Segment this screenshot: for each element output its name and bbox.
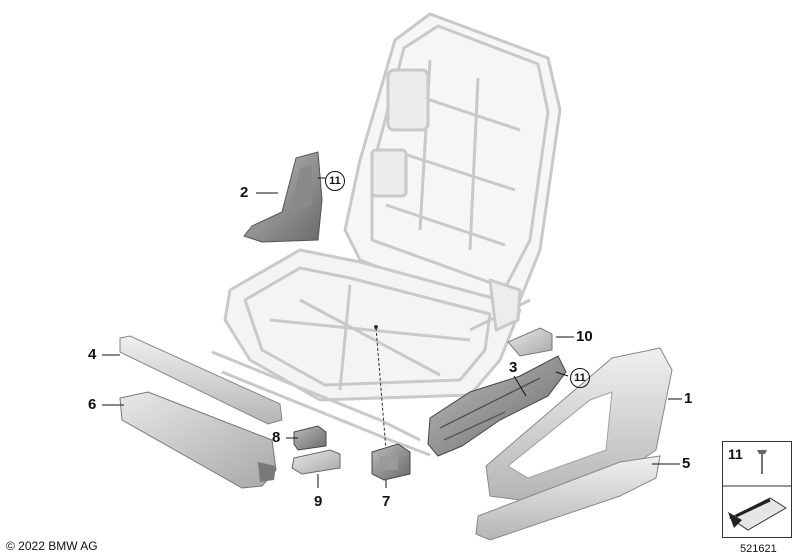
callout-3[interactable]: 3 bbox=[509, 359, 518, 376]
part-5-lower-strip[interactable] bbox=[475, 455, 661, 541]
callout-6[interactable]: 6 bbox=[88, 396, 97, 413]
part-4-trim-strip[interactable] bbox=[119, 335, 283, 425]
callout-4[interactable]: 4 bbox=[88, 346, 97, 363]
callout-9[interactable]: 9 bbox=[314, 493, 323, 510]
callout-8[interactable]: 8 bbox=[272, 429, 281, 446]
part-9-cap[interactable] bbox=[291, 449, 341, 475]
legend-arrow-icon bbox=[728, 497, 787, 531]
part-7-holder[interactable] bbox=[371, 443, 411, 481]
callout-10[interactable]: 10 bbox=[576, 328, 593, 345]
leader-lines bbox=[102, 177, 682, 488]
legend-number: 11 bbox=[728, 446, 743, 462]
copyright-text: © 2022 BMW AG bbox=[6, 539, 98, 553]
part-2-trim-panel[interactable] bbox=[243, 151, 323, 243]
figure-id: 521621 bbox=[740, 543, 777, 555]
callout-7[interactable]: 7 bbox=[382, 493, 391, 510]
legend-box bbox=[722, 441, 792, 538]
callout-11-lower[interactable]: 11 bbox=[570, 368, 590, 388]
legend-screw-icon bbox=[757, 450, 767, 474]
part-10-clip[interactable] bbox=[507, 327, 553, 357]
part-6-side-cover[interactable] bbox=[119, 391, 277, 489]
part-8-bracket[interactable] bbox=[293, 425, 327, 451]
callout-1[interactable]: 1 bbox=[684, 390, 693, 407]
part-3-mechanism[interactable] bbox=[427, 355, 567, 457]
leader-7-dashed bbox=[375, 327, 387, 451]
callout-11-upper[interactable]: 11 bbox=[325, 171, 345, 191]
callout-2[interactable]: 2 bbox=[240, 184, 249, 201]
seat-frame bbox=[211, 12, 562, 457]
callout-5[interactable]: 5 bbox=[682, 455, 691, 472]
